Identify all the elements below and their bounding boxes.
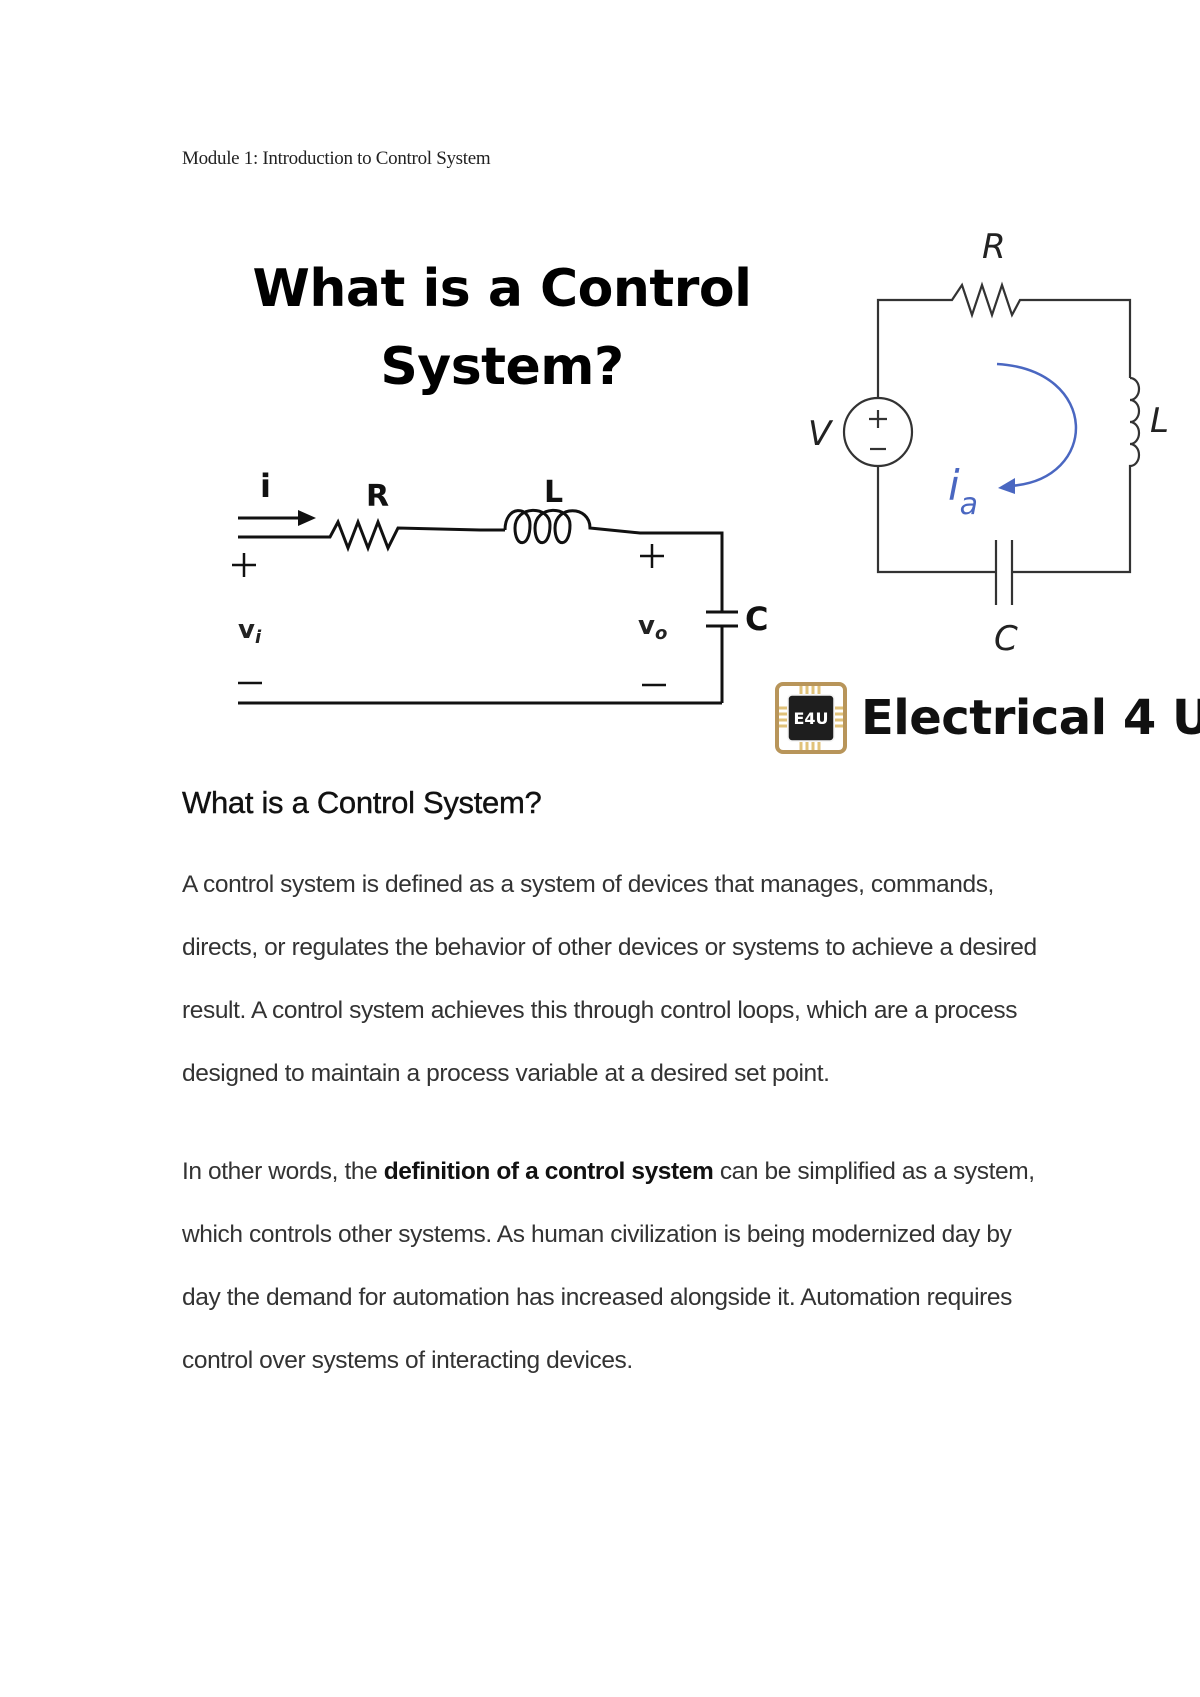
paragraph2-rest: can be simplified as a system, which con… <box>182 1158 1035 1374</box>
inductor-symbol <box>503 508 724 612</box>
right-top-wire-resistor <box>876 281 1132 397</box>
loop-rlc-circuit: R L C V ia <box>808 227 1169 659</box>
paragraph2-intro: In other words, the <box>182 1158 384 1185</box>
chip-logo-icon: E4U <box>775 682 847 754</box>
article-body: What is a Control System? A control syst… <box>182 785 1042 1392</box>
loop-current-arrowhead <box>998 478 1015 494</box>
chip-text: E4U <box>793 709 828 728</box>
voltage-source-symbol <box>842 396 914 468</box>
loop-current-label: ia <box>948 461 978 522</box>
current-arrow-head <box>298 510 316 526</box>
series-rlc-circuit: i R L C vi vo <box>232 467 768 705</box>
input-voltage-label: vi <box>238 615 262 648</box>
control-system-figure: What is a Control System? i <box>0 0 1200 780</box>
figure-title: What is a Control System? <box>232 250 772 406</box>
output-voltage-label: vo <box>638 611 667 644</box>
left-resistor-label: R <box>366 479 389 514</box>
section-heading: What is a Control System? <box>182 785 542 820</box>
right-resistor-label: R <box>982 227 1006 267</box>
right-capacitor-label: C <box>994 619 1018 659</box>
module-header: Module 1: Introduction to Control System <box>182 148 491 169</box>
left-capacitor-label: C <box>745 600 768 638</box>
brand-name: Electrical 4 U <box>861 690 1200 746</box>
figure-title-line1: What is a Control <box>252 259 752 319</box>
right-inductor-symbol <box>1012 376 1141 574</box>
bold-definition-phrase: definition of a control system <box>383 1158 714 1185</box>
brand-logo: E4U Electrical 4 U <box>775 680 1200 756</box>
current-label: i <box>260 467 271 505</box>
right-inductor-label: L <box>1150 401 1169 441</box>
paragraph-simplified: In other words, the definition of a cont… <box>182 1140 1042 1392</box>
figure-title-line2: System? <box>380 337 624 397</box>
left-inductor-label: L <box>544 475 563 510</box>
resistor-symbol <box>238 517 505 553</box>
loop-current-arrow <box>996 362 1078 488</box>
source-voltage-label: V <box>808 414 834 454</box>
paragraph-definition: A control system is defined as a system … <box>182 871 1037 1087</box>
